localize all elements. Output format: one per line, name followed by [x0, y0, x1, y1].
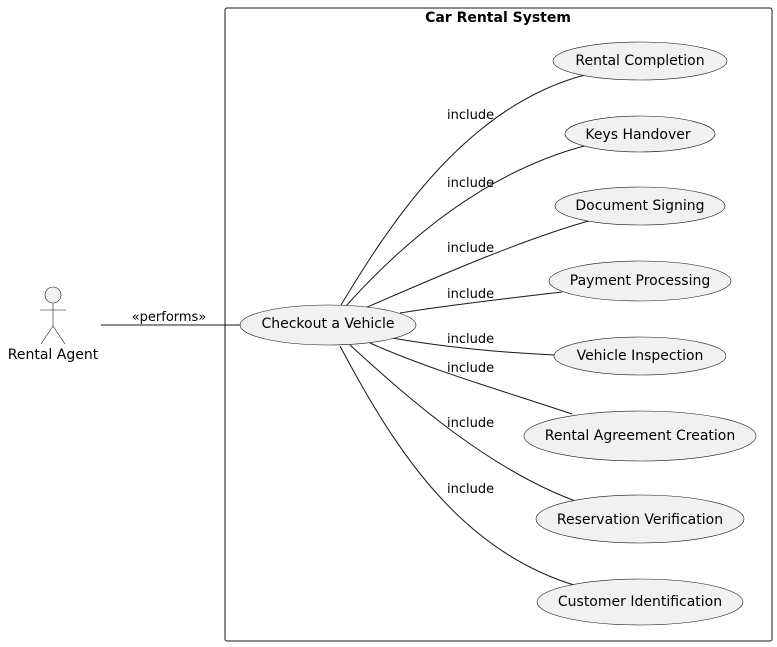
usecase-label: Keys Handover [585, 127, 690, 143]
include-edge [345, 144, 589, 307]
include-edge [364, 219, 593, 309]
actor-rental-agent[interactable]: Rental Agent [8, 286, 99, 363]
usecase-rental-completion[interactable]: Rental Completion [552, 41, 728, 81]
usecase-label: Customer Identification [558, 594, 722, 610]
usecase-label: Rental Agreement Creation [545, 428, 735, 444]
actor-association: «performs» [101, 310, 240, 326]
performs-label: «performs» [132, 310, 207, 325]
include-edge [339, 345, 575, 586]
system-boundary: Car Rental System [224, 7, 773, 642]
usecase-reservation-verification[interactable]: Reservation Verification [535, 494, 745, 544]
usecase-payment-processing[interactable]: Payment Processing [548, 260, 732, 302]
system-title: Car Rental System [425, 10, 571, 26]
usecase-keys-handover[interactable]: Keys Handover [564, 115, 716, 153]
usecase-label: Reservation Verification [557, 512, 723, 528]
include-edge [349, 344, 579, 503]
usecase-label: Checkout a Vehicle [261, 316, 394, 332]
stick-figure-icon [40, 286, 66, 345]
include-edge [369, 342, 573, 415]
usecase-label: Payment Processing [570, 273, 711, 289]
usecase-document-signing[interactable]: Document Signing [554, 186, 726, 226]
include-label: include [447, 482, 494, 497]
include-edge [391, 337, 556, 356]
include-edges [339, 74, 593, 586]
include-label: include [447, 241, 494, 256]
usecase-rental-agreement-creation[interactable]: Rental Agreement Creation [523, 410, 757, 462]
actor-name: Rental Agent [8, 347, 99, 363]
include-label: include [447, 176, 494, 191]
include-label: include [447, 287, 494, 302]
include-labels: include include include include include … [447, 108, 494, 497]
usecase-vehicle-inspection[interactable]: Vehicle Inspection [553, 336, 727, 376]
include-edge [340, 74, 586, 306]
usecase-checkout-a-vehicle[interactable]: Checkout a Vehicle [239, 304, 417, 346]
usecase-label: Document Signing [575, 198, 704, 214]
usecase-label: Rental Completion [575, 53, 704, 69]
include-label: include [447, 108, 494, 123]
include-label: include [447, 361, 494, 376]
usecase-customer-identification[interactable]: Customer Identification [536, 578, 744, 626]
include-label: include [447, 332, 494, 347]
usecase-label: Vehicle Inspection [577, 348, 704, 364]
include-edge [399, 291, 563, 314]
include-label: include [447, 416, 494, 431]
